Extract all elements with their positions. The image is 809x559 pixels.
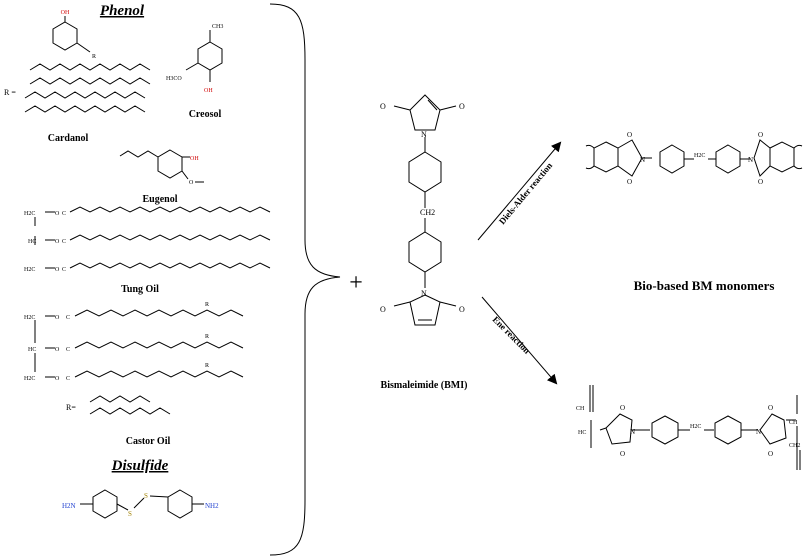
disulfide-structure	[80, 489, 204, 519]
ene-hc: HC	[578, 430, 586, 436]
monomers-label: Bio-based BM monomers	[634, 278, 775, 293]
tung-h2c-bottom: H2C	[24, 267, 35, 273]
tung-c-1: C	[62, 211, 66, 217]
castor-r-3: R	[205, 363, 209, 369]
da-o-1: O	[627, 131, 632, 139]
phenol-heading: Phenol	[100, 3, 145, 19]
ene-ch-2: CH	[789, 420, 798, 426]
ene-ch2: CH2	[789, 443, 800, 449]
eugenol-oh-label: OH	[190, 156, 199, 162]
bmi-o-3: O	[380, 305, 386, 314]
ene-h2c: H2C	[690, 424, 701, 430]
ene-o-2: O	[620, 450, 625, 458]
da-o-2: O	[627, 178, 632, 186]
eugenol-structure	[119, 149, 190, 180]
castor-oil-label: Castor Oil	[126, 436, 171, 447]
diels-alder-product	[585, 139, 803, 177]
tung-o-3: O	[55, 267, 60, 273]
tung-hc: HC	[28, 239, 36, 245]
creosol-oh-label: OH	[204, 88, 213, 94]
bmi-ch2: CH2	[420, 208, 435, 217]
tung-c-2: C	[62, 239, 66, 245]
ene-ch-1: CH	[576, 406, 585, 412]
disulfide-h2n-label: H2N	[62, 502, 76, 510]
diels-alder-arrow	[477, 141, 562, 241]
creosol-label: Creosol	[189, 109, 222, 120]
tung-oil-structure	[34, 206, 271, 269]
cardanol-oh-label: OH	[61, 10, 70, 16]
tung-o-2: O	[55, 239, 60, 245]
castor-o-3: O	[55, 376, 60, 382]
da-h2c: H2C	[694, 153, 705, 159]
castor-r-equals: R=	[66, 403, 76, 412]
cardanol-label: Cardanol	[48, 133, 89, 144]
castor-hc: HC	[28, 347, 36, 353]
castor-c-1: C	[66, 315, 70, 321]
grouping-brace	[269, 3, 341, 556]
eugenol-o-label: O	[189, 180, 194, 186]
castor-h2c-top: H2C	[24, 315, 35, 321]
bmi-n-bottom: N	[421, 289, 427, 298]
castor-o-2: O	[55, 347, 60, 353]
da-o-3: O	[758, 131, 763, 139]
creosol-ch3-label: CH3	[212, 24, 223, 30]
ene-label: Ene reaction	[491, 314, 532, 355]
castor-c-3: C	[66, 376, 70, 382]
castor-r-2: R	[205, 334, 209, 340]
bmi-structure	[393, 94, 457, 326]
bmi-o-2: O	[459, 102, 465, 111]
ene-o-4: O	[768, 450, 773, 458]
castor-h2c-bottom: H2C	[24, 376, 35, 382]
da-o-4: O	[758, 178, 763, 186]
tung-h2c-top: H2C	[24, 211, 35, 217]
castor-oil-structure	[34, 309, 244, 415]
ene-o-3: O	[768, 404, 773, 412]
eugenol-label: Eugenol	[142, 194, 177, 205]
ene-arrow	[481, 296, 558, 385]
ene-n-2: N	[756, 428, 761, 436]
castor-r-1: R	[205, 302, 209, 308]
bmi-n-top: N	[421, 130, 427, 139]
disulfide-heading: Disulfide	[111, 458, 169, 474]
castor-o-1: O	[55, 315, 60, 321]
da-n-1: N	[640, 156, 645, 164]
creosol-structure	[185, 30, 223, 82]
tung-oil-label: Tung Oil	[121, 284, 159, 295]
bmi-label: Bismaleimide (BMI)	[381, 380, 468, 391]
da-n-2: N	[748, 156, 753, 164]
ene-o-1: O	[620, 404, 625, 412]
bmi-o-4: O	[459, 305, 465, 314]
bmi-o-1: O	[380, 102, 386, 111]
ene-n-1: N	[630, 428, 635, 436]
tung-o-1: O	[55, 211, 60, 217]
disulfide-s-label-1: S	[128, 510, 132, 518]
disulfide-s-label-2: S	[144, 492, 148, 500]
r-equals-label: R =	[4, 88, 16, 97]
creosol-h3co-label: H3CO	[166, 76, 182, 82]
cardanol-structure	[24, 16, 151, 113]
cardanol-r-label: R	[92, 54, 96, 60]
disulfide-nh2-label: NH2	[205, 502, 219, 510]
ene-product	[589, 385, 801, 470]
plus-sign: +	[349, 270, 363, 296]
tung-c-3: C	[62, 267, 66, 273]
castor-c-2: C	[66, 347, 70, 353]
diels-alder-label: Diels-Alder reaction	[497, 161, 554, 227]
